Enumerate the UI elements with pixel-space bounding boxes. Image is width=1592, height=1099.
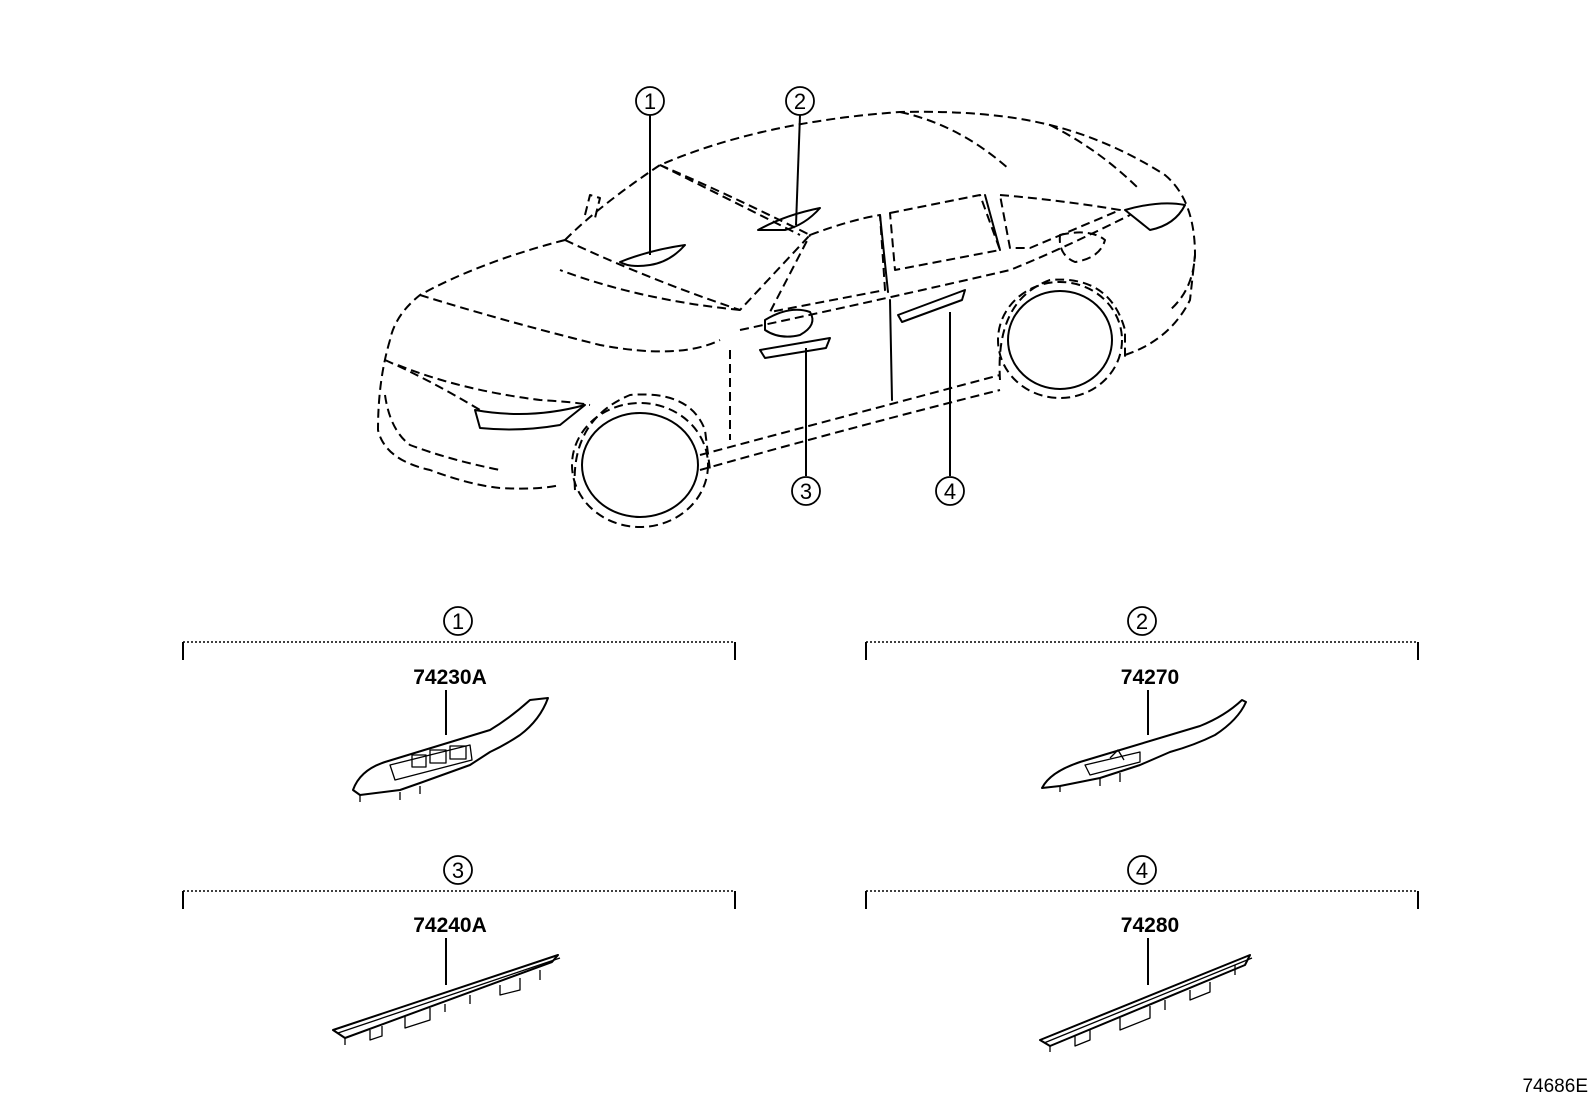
callout-circle-3 xyxy=(791,476,821,506)
car-callouts: 1 2 3 4 xyxy=(635,86,965,506)
part-illustration-74230A xyxy=(352,697,549,802)
part-illustration-74280 xyxy=(1039,954,1253,1052)
part-callout-label-2: 2 xyxy=(1136,609,1148,634)
part-callout-circle-1 xyxy=(443,606,473,636)
reference-code: 74686E xyxy=(1522,1076,1588,1097)
part-group-3: 3 74240A xyxy=(182,855,736,1045)
part-group-4: 4 74280 xyxy=(865,855,1419,1052)
part-number-4: 74280 xyxy=(1121,914,1179,937)
part-callout-circle-4 xyxy=(1127,855,1157,885)
part-illustration-74240A xyxy=(332,954,561,1045)
callout-circle-1 xyxy=(635,86,665,116)
part-group-1: 1 74230A xyxy=(182,606,736,802)
part-number-1: 74230A xyxy=(413,666,487,689)
callout-label-3: 3 xyxy=(800,479,812,504)
part-callout-label-3: 3 xyxy=(452,858,464,883)
callout-label-1: 1 xyxy=(644,89,656,114)
part-illustration-74270 xyxy=(1041,699,1247,792)
car-illustration xyxy=(377,110,1196,528)
part-callout-circle-3 xyxy=(443,855,473,885)
part-callout-circle-2 xyxy=(1127,606,1157,636)
part-number-3: 74240A xyxy=(413,914,487,937)
part-callout-label-4: 4 xyxy=(1136,858,1148,883)
callout-circle-4 xyxy=(935,476,965,506)
part-number-2: 74270 xyxy=(1121,666,1179,689)
callout-label-4: 4 xyxy=(944,479,956,504)
leader-2 xyxy=(795,114,801,226)
part-callout-label-1: 1 xyxy=(452,609,464,634)
callout-circle-2 xyxy=(785,86,815,116)
part-group-2: 2 74270 xyxy=(865,606,1419,792)
callout-label-2: 2 xyxy=(794,89,806,114)
